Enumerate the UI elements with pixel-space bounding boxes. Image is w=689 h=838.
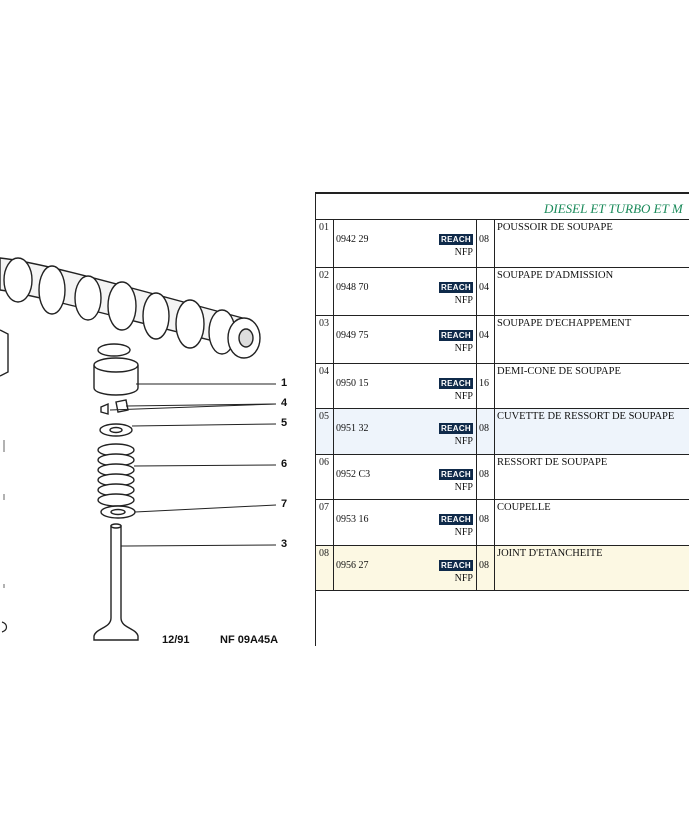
status-label: NFP <box>454 573 473 584</box>
callout-5: 5 <box>281 417 288 429</box>
status-label: NFP <box>454 482 473 493</box>
row-index: 06 <box>319 457 329 468</box>
table-header: DIESEL ET TURBO ET M <box>315 192 689 220</box>
status-label: NFP <box>454 527 473 538</box>
part-reference[interactable]: 0949 75 <box>336 330 369 341</box>
quantity: 16 <box>479 378 489 389</box>
part-reference[interactable]: 0952 C3 <box>336 469 371 480</box>
status-label: NFP <box>454 391 473 402</box>
callout-1: 1 <box>281 377 288 389</box>
leader-lines <box>109 383 277 547</box>
reach-badge: REACH <box>439 282 473 293</box>
part-reference[interactable]: 0942 29 <box>336 234 369 245</box>
row-index: 01 <box>319 222 329 233</box>
row-index: 05 <box>319 411 329 422</box>
valve-spring <box>97 443 135 507</box>
part-reference[interactable]: 0948 70 <box>336 282 369 293</box>
valve <box>93 523 139 641</box>
callout-7: 7 <box>281 498 288 510</box>
table-row[interactable]: 05 0951 32 REACH NFP 08 CUVETTE DE RESSO… <box>315 409 689 455</box>
part-description: SOUPAPE D'ADMISSION <box>497 270 614 281</box>
part-description: COUPELLE <box>497 502 551 513</box>
part-description: CUVETTE DE RESSORT DE SOUPAPE <box>497 411 675 422</box>
table-row[interactable]: 08 0956 27 REACH NFP 08 JOINT D'ETANCHEI… <box>315 546 689 591</box>
spring-seat <box>100 505 136 519</box>
reach-badge: REACH <box>439 423 473 434</box>
reach-badge: REACH <box>439 378 473 389</box>
quantity: 08 <box>479 234 489 245</box>
part-description: JOINT D'ETANCHEITE <box>497 548 603 559</box>
callout-3: 3 <box>281 538 288 550</box>
row-index: 08 <box>319 548 329 559</box>
table-row[interactable]: 02 0948 70 REACH NFP 04 SOUPAPE D'ADMISS… <box>315 268 689 316</box>
row-index: 07 <box>319 502 329 513</box>
table-row[interactable]: 06 0952 C3 REACH NFP 08 RESSORT DE SOUPA… <box>315 455 689 500</box>
drawing-divider <box>315 590 316 646</box>
quantity: 08 <box>479 560 489 571</box>
table-title: DIESEL ET TURBO ET M <box>544 201 683 216</box>
part-description: POUSSOIR DE SOUPAPE <box>497 222 613 233</box>
block-edge <box>0 329 9 377</box>
status-label: NFP <box>454 295 473 306</box>
callout-4: 4 <box>281 397 288 409</box>
edge-arc <box>1 621 8 633</box>
quantity: 08 <box>479 423 489 434</box>
part-reference[interactable]: 0956 27 <box>336 560 369 571</box>
status-label: NFP <box>454 343 473 354</box>
table-row[interactable]: 03 0949 75 REACH NFP 04 SOUPAPE D'ECHAPP… <box>315 316 689 364</box>
quantity: 08 <box>479 469 489 480</box>
row-index: 03 <box>319 318 329 329</box>
part-description: RESSORT DE SOUPAPE <box>497 457 608 468</box>
table-row[interactable]: 04 0950 15 REACH NFP 16 DEMI-CONE DE SOU… <box>315 364 689 409</box>
drawing-date: 12/91 <box>162 634 190 646</box>
reach-badge: REACH <box>439 514 473 525</box>
camshaft <box>0 257 261 359</box>
collets <box>100 399 129 415</box>
part-description: SOUPAPE D'ECHAPPEMENT <box>497 318 632 329</box>
reach-badge: REACH <box>439 469 473 480</box>
reach-badge: REACH <box>439 234 473 245</box>
row-index: 02 <box>319 270 329 281</box>
part-reference[interactable]: 0950 15 <box>336 378 369 389</box>
tappet <box>93 357 139 396</box>
quantity: 08 <box>479 514 489 525</box>
table-row[interactable]: 01 0942 29 REACH NFP 08 POUSSOIR DE SOUP… <box>315 220 689 268</box>
part-reference[interactable]: 0953 16 <box>336 514 369 525</box>
spring-cup <box>99 423 133 437</box>
reach-badge: REACH <box>439 560 473 571</box>
drawing-reference: NF 09A45A <box>220 634 279 646</box>
status-label: NFP <box>454 436 473 447</box>
callout-6: 6 <box>281 458 288 470</box>
quantity: 04 <box>479 282 489 293</box>
exploded-view-drawing <box>0 257 277 641</box>
quantity: 04 <box>479 330 489 341</box>
status-label: NFP <box>454 247 473 258</box>
part-reference[interactable]: 0951 32 <box>336 423 369 434</box>
table-row[interactable]: 07 0953 16 REACH NFP 08 COUPELLE <box>315 500 689 546</box>
shim <box>97 343 131 357</box>
reach-badge: REACH <box>439 330 473 341</box>
part-description: DEMI-CONE DE SOUPAPE <box>497 366 621 377</box>
row-index: 04 <box>319 366 329 377</box>
